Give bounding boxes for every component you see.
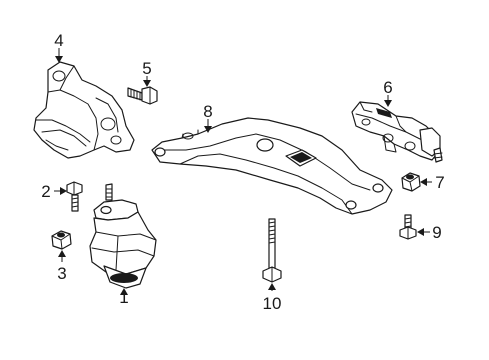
callout-2: 2 [41, 182, 50, 201]
callout-4: 4 [54, 31, 63, 50]
transmission-mount-icon [351, 101, 443, 163]
crossmember-icon [151, 117, 393, 215]
bolt-icon [399, 214, 417, 240]
callout-labels: 4 5 6 8 2 7 9 3 1 10 [41, 31, 444, 313]
callout-1: 1 [119, 288, 128, 307]
engine-mount-bracket-icon [33, 61, 135, 159]
callout-6: 6 [383, 78, 392, 97]
callout-10: 10 [263, 294, 282, 313]
callout-8: 8 [203, 102, 212, 121]
hex-nut-icon [401, 172, 421, 192]
flange-bolt-icon [127, 86, 158, 105]
long-bolt-icon [262, 218, 282, 283]
engine-mount-icon [89, 183, 157, 289]
callout-7: 7 [435, 173, 444, 192]
bolt-icon [66, 181, 83, 212]
callout-3: 3 [57, 264, 66, 283]
hex-nut-icon [51, 230, 72, 250]
callout-5: 5 [142, 59, 151, 78]
leader-lines [54, 48, 432, 296]
callout-9: 9 [432, 223, 441, 242]
